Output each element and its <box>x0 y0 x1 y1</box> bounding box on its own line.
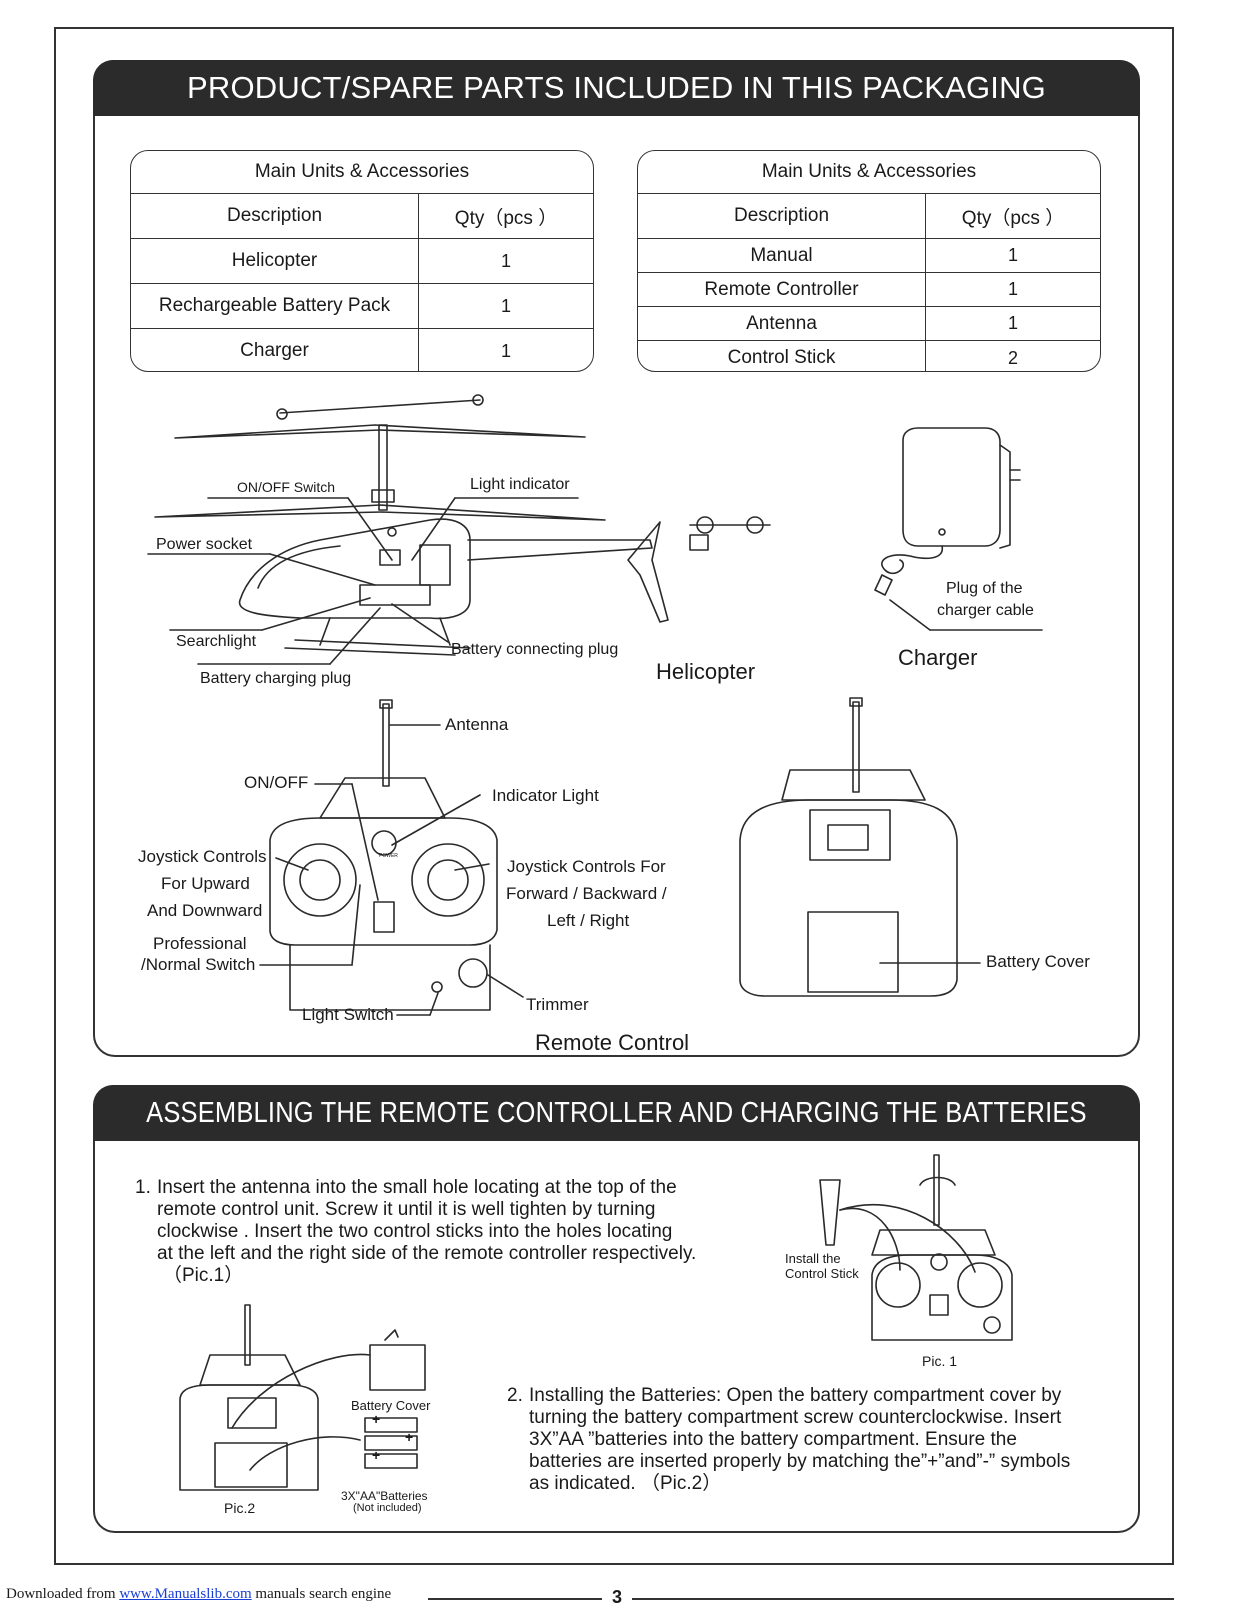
label-light-switch: Light Switch <box>302 1005 394 1024</box>
footer-line-right <box>632 1598 1174 1600</box>
step-2-line: batteries are inserted properly by match… <box>529 1451 1071 1472</box>
label-light-indicator: Light indicator <box>470 476 570 493</box>
cell-description: Rechargeable Battery Pack <box>131 284 419 328</box>
step-2-line: 3X”AA ”batteries into the battery compar… <box>529 1429 1017 1450</box>
section-title-parts: PRODUCT/SPARE PARTS INCLUDED IN THIS PAC… <box>93 60 1140 116</box>
download-suffix: manuals search engine <box>251 1586 392 1602</box>
step-1-line: Insert the antenna into the small hole l… <box>157 1177 677 1198</box>
label-battery-connecting-plug: Battery connecting plug <box>451 641 619 658</box>
step-1-line: clockwise . Insert the two control stick… <box>157 1221 673 1242</box>
table-row: Remote Controller 1 <box>638 273 1100 307</box>
label-antenna: Antenna <box>445 715 509 734</box>
label-searchlight: Searchlight <box>176 633 257 650</box>
manualslib-link[interactable]: www.Manualslib.com <box>119 1586 252 1602</box>
parts-table-right: Main Units & Accessories Description Qty… <box>637 150 1101 372</box>
caption-helicopter: Helicopter <box>656 659 756 684</box>
download-prefix: Downloaded from <box>6 1586 120 1602</box>
plus-sign: + <box>405 1429 414 1445</box>
table-caption: Main Units & Accessories <box>638 151 1100 194</box>
plus-sign: + <box>372 1411 381 1427</box>
cell-description: Remote Controller <box>638 273 926 306</box>
cell-qty: 1 <box>500 295 511 316</box>
table-row: Antenna 1 <box>638 307 1100 341</box>
plus-sign: + <box>372 1447 381 1463</box>
cell-qty: 1 <box>1007 279 1018 299</box>
step-1: 1. Insert the antenna into the small hol… <box>135 1177 735 1292</box>
label-battery-charging-plug: Battery charging plug <box>200 670 352 687</box>
caption-remote-control: Remote Control <box>535 1030 690 1055</box>
download-credit: Downloaded from www.Manualslib.com manua… <box>6 1586 391 1603</box>
table-row: Manual 1 <box>638 239 1100 273</box>
cell-qty: 2 <box>1007 347 1018 368</box>
parts-table-left: Main Units & Accessories Description Qty… <box>130 150 594 372</box>
footer-line-left <box>428 1598 602 1600</box>
page-number: 3 <box>612 1587 623 1607</box>
label-power-socket: Power socket <box>156 536 253 553</box>
section-title-assembling: ASSEMBLING THE REMOTE CONTROLLER AND CHA… <box>93 1085 1140 1141</box>
header-qty: Qty（pcs ） <box>961 207 1065 229</box>
label-on-off: ON/OFF <box>244 773 309 792</box>
cell-description: Antenna <box>638 307 926 340</box>
cell-description: Helicopter <box>131 239 419 283</box>
caption-charger: Charger <box>898 645 978 670</box>
section-assembling: ASSEMBLING THE REMOTE CONTROLLER AND CHA… <box>93 1085 1140 1533</box>
table-row: Helicopter 1 <box>131 239 593 284</box>
cell-description: Manual <box>638 239 926 272</box>
table-header-row: Description Qty（pcs ） <box>131 194 593 239</box>
cell-qty: 1 <box>500 250 511 271</box>
caption-pic2: Pic.2 <box>224 1500 256 1516</box>
label-pic2-battery-cover: Battery Cover <box>351 1398 431 1413</box>
section-parts: PRODUCT/SPARE PARTS INCLUDED IN THIS PAC… <box>93 60 1140 1057</box>
label-plug-line1: Plug of the <box>946 580 1023 597</box>
label-joystick-right-1: Joystick Controls For <box>507 857 666 876</box>
step-2-line: Installing the Batteries: Open the batte… <box>529 1385 1062 1406</box>
table-caption: Main Units & Accessories <box>131 151 593 194</box>
label-pic2-not-included: (Not included) <box>353 1502 422 1514</box>
cell-qty: 1 <box>1007 313 1018 333</box>
label-install-the: Install the <box>785 1251 841 1266</box>
section-title-text: ASSEMBLING THE REMOTE CONTROLLER AND CHA… <box>146 1096 1087 1129</box>
header-description: Description <box>131 194 419 238</box>
cell-qty: 1 <box>1007 245 1018 265</box>
cell-description: Control Stick <box>638 341 926 371</box>
label-power: POWER <box>379 853 398 859</box>
label-professional: Professional <box>153 934 247 953</box>
step-1-number: 1. <box>135 1177 151 1198</box>
table-row: Control Stick 2 <box>638 341 1100 371</box>
label-joystick-right-2: Forward / Backward / <box>506 884 667 903</box>
label-control-stick: Control Stick <box>785 1266 859 1281</box>
label-pic2-batteries: 3X"AA"Batteries <box>341 1489 428 1503</box>
table-row: Rechargeable Battery Pack 1 <box>131 284 593 329</box>
caption-pic1: Pic. 1 <box>922 1353 958 1369</box>
label-trimmer: Trimmer <box>526 995 589 1014</box>
step-1-line: （Pic.1） <box>163 1265 244 1286</box>
header-qty: Qty（pcs ） <box>454 207 558 229</box>
label-plug-line2: charger cable <box>937 602 1034 619</box>
step-2: 2. Installing the Batteries: Open the ba… <box>507 1385 1127 1500</box>
label-on-off-switch: ON/OFF Switch <box>237 479 336 495</box>
step-1-line: remote control unit. Screw it until it i… <box>157 1199 656 1220</box>
table-header-row: Description Qty（pcs ） <box>638 194 1100 239</box>
step-1-line: at the left and the right side of the re… <box>157 1243 697 1264</box>
step-2-number: 2. <box>507 1385 523 1406</box>
step-2-line: turning the battery compartment screw co… <box>529 1407 1062 1428</box>
cell-description: Charger <box>131 329 419 371</box>
label-normal-switch: /Normal Switch <box>141 955 256 974</box>
table-row: Charger 1 <box>131 329 593 371</box>
page-frame <box>54 27 1174 1565</box>
label-joystick-right-3: Left / Right <box>547 911 630 930</box>
label-joystick-left-3: And Downward <box>147 901 263 920</box>
label-indicator-light: Indicator Light <box>492 786 599 805</box>
label-joystick-left-1: Joystick Controls <box>138 847 267 866</box>
label-battery-cover: Battery Cover <box>986 952 1090 971</box>
cell-qty: 1 <box>500 340 511 361</box>
header-description: Description <box>638 194 926 238</box>
step-2-line: as indicated. （Pic.2） <box>529 1473 722 1494</box>
label-joystick-left-2: For Upward <box>161 874 250 893</box>
